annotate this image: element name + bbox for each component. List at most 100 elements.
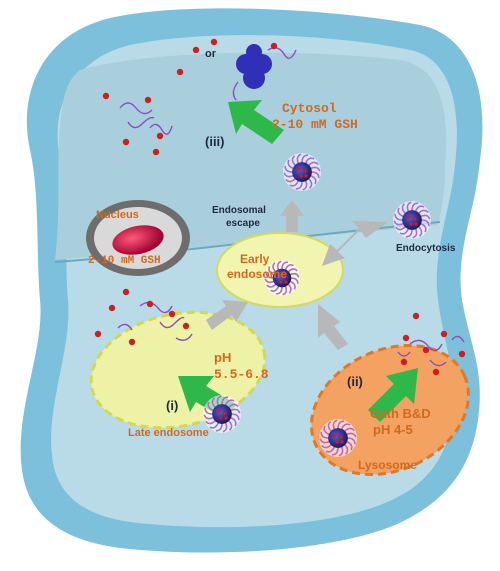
- label-late-endosome: Late endosome: [128, 427, 209, 439]
- micelle-arm: [204, 407, 213, 415]
- aggregate-bead: [246, 44, 262, 60]
- label-ph-late-range: 5.5-6.8: [214, 367, 269, 382]
- micelle-drug: [414, 222, 418, 226]
- micelle-arm: [344, 444, 349, 455]
- micelle-arm: [420, 222, 427, 233]
- polymer-strand: [175, 333, 193, 341]
- micelles: [203, 153, 431, 457]
- polymer-strand: [409, 339, 443, 352]
- micelle-arm: [325, 446, 336, 453]
- micelle-drug: [279, 280, 283, 284]
- drug-dot: [108, 304, 116, 312]
- micelle-arm: [411, 202, 419, 211]
- nucleus-core: [112, 225, 164, 255]
- label-or: or: [205, 48, 217, 60]
- micelle-arm: [276, 260, 282, 271]
- micelle-arm: [337, 420, 345, 429]
- polymer-strand: [397, 351, 411, 357]
- micelle-arm: [224, 399, 235, 406]
- micelle-arm: [289, 180, 300, 187]
- micelle-arm: [228, 403, 239, 408]
- micelle-drug: [223, 411, 227, 415]
- label-early: Early: [240, 252, 270, 266]
- micelle-arm: [222, 422, 228, 433]
- micelle-arm: [281, 261, 288, 270]
- micelle-arm: [405, 229, 413, 238]
- drug-dot: [440, 330, 448, 338]
- micelle-arm: [287, 159, 294, 170]
- drug-dot: [94, 330, 102, 338]
- aggregate-bead: [243, 67, 265, 89]
- micelle: [319, 419, 357, 457]
- micelle-drug: [224, 416, 228, 420]
- drug-dot: [402, 334, 410, 342]
- drug-dot: [182, 322, 190, 330]
- micelle-arm: [302, 180, 308, 191]
- micelle-arm: [397, 207, 404, 218]
- drug-dot: [102, 92, 110, 100]
- micelle-drug: [407, 215, 411, 219]
- micelle-drug: [339, 435, 343, 439]
- micelle-arm: [319, 438, 330, 444]
- label-nucleus-gsh: 2-10 mM GSH: [88, 255, 161, 267]
- micelle-arm: [414, 205, 425, 212]
- micelle-arm: [284, 264, 294, 271]
- micelle-arm: [401, 203, 406, 214]
- polymer-strand: [159, 316, 185, 329]
- arrow-early-to-lysosome: [318, 304, 348, 350]
- micelle-arm: [332, 419, 338, 430]
- micelle-arm: [287, 268, 298, 273]
- micelle-arm: [268, 266, 275, 276]
- drug-dot: [168, 310, 176, 318]
- micelle-arm: [418, 226, 423, 237]
- drug-dot: [432, 368, 440, 376]
- label-ph-late: pH: [214, 350, 231, 365]
- label-endocytosis: Endocytosis: [396, 243, 456, 254]
- micelle-core: [292, 162, 312, 182]
- micelle-arm: [264, 278, 275, 284]
- micelle-drug: [284, 280, 288, 284]
- polymer-strand: [119, 102, 153, 115]
- drug-dot: [156, 132, 164, 140]
- label-endosome: endosome: [227, 267, 287, 281]
- micelle-arm: [393, 220, 404, 226]
- micelle-arm: [418, 209, 429, 214]
- micelle-arm: [347, 437, 356, 445]
- micelle-arm: [265, 272, 274, 279]
- drug-dot: [144, 96, 152, 104]
- polymer-strand: [117, 323, 133, 331]
- drug-dot: [458, 350, 466, 358]
- polymer-strands: [117, 47, 465, 367]
- micelle-drug: [335, 440, 339, 444]
- drug-dot: [400, 358, 408, 366]
- micelle-arm: [284, 165, 293, 173]
- micelle-arm: [207, 401, 214, 412]
- micelle-arm: [310, 174, 317, 185]
- label-cath: Cath B&D: [370, 406, 431, 421]
- micelle-arm: [296, 153, 302, 164]
- micelle-arm: [230, 408, 241, 414]
- micelle-arm: [221, 396, 229, 405]
- label-endosomal: Endosomal: [212, 205, 266, 216]
- micelle-arm: [295, 181, 303, 190]
- micelle-arm: [266, 283, 277, 288]
- label-nucleus: Nucleus: [96, 209, 139, 221]
- micelle-arm: [346, 432, 357, 438]
- micelle-drug: [303, 169, 307, 173]
- micelle-drug: [217, 409, 221, 413]
- label-step-ii: (ii): [347, 374, 363, 389]
- micelle-arm: [412, 228, 418, 239]
- micelle-arm: [290, 277, 299, 284]
- micelle-arm: [283, 172, 294, 178]
- micelle-arm: [406, 201, 412, 212]
- micelle-arm: [282, 285, 288, 296]
- micelle-arm: [395, 226, 406, 231]
- micelle-arm: [304, 157, 315, 164]
- drug-dot: [152, 148, 160, 156]
- polymer-strand: [139, 301, 173, 314]
- micelle-arm: [270, 285, 280, 292]
- gray-arrows: [206, 200, 388, 350]
- micelle-arm: [323, 425, 330, 436]
- micelle-arm: [289, 280, 296, 290]
